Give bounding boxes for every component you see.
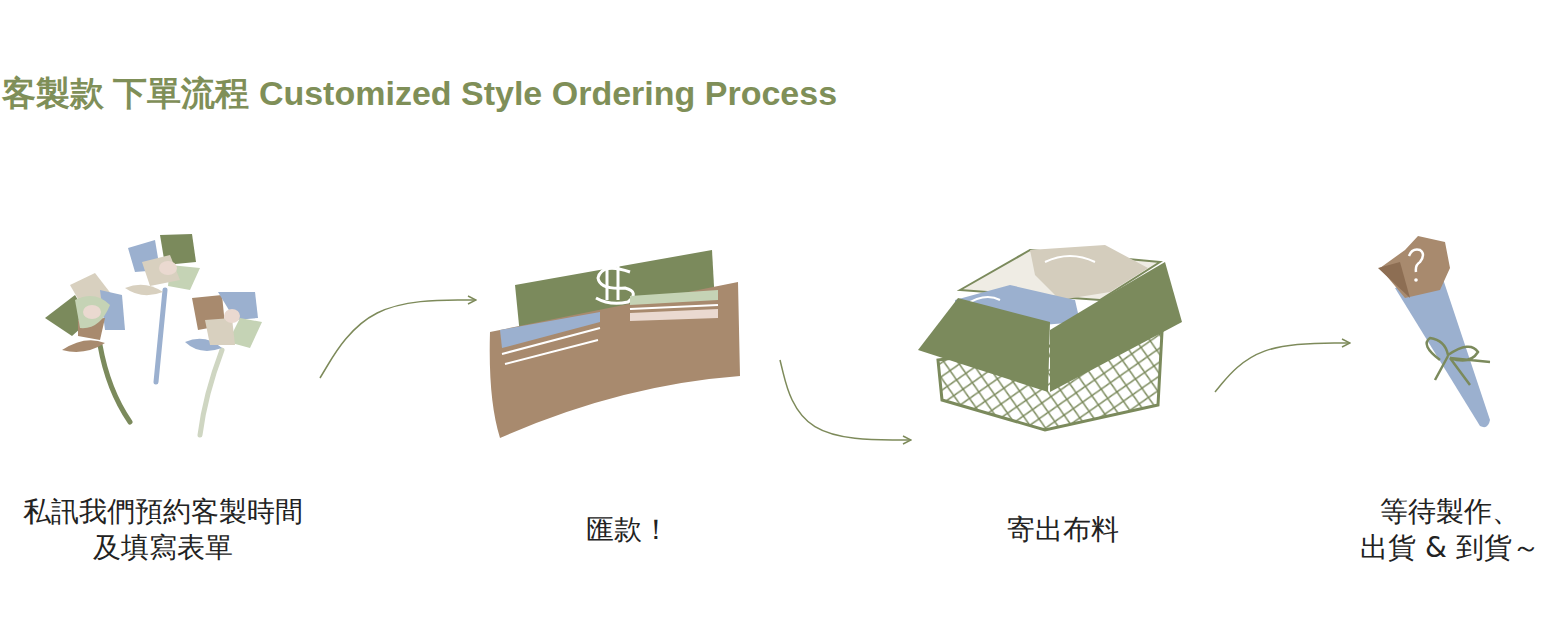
step-caption: 等待製作、 出貨 & 到貨～: [1352, 494, 1548, 566]
flow-arrow: [1215, 343, 1350, 392]
gift-bouquet-illustration: [1378, 236, 1490, 427]
flower-illustration-part: [125, 285, 163, 295]
wallet-illustration-part: [630, 290, 718, 305]
caption-area: 寄出布料: [913, 493, 1213, 567]
gift-bouquet-illustration-part: [1395, 276, 1490, 427]
flower-illustration-part: [62, 340, 105, 352]
flow-arrow: [320, 300, 476, 378]
wallet-illustration: [490, 250, 740, 438]
process-step: 匯款！: [478, 225, 778, 567]
flower-illustration-part: [200, 350, 222, 435]
flower-illustration-part: [142, 255, 180, 286]
wallet-illustration-part: [502, 328, 600, 364]
step-caption: 匯款！: [478, 512, 778, 548]
flower-illustration: [45, 234, 262, 435]
process-step: 私訊我們預約客製時間 及填寫表單: [8, 225, 318, 567]
wallet-illustration-part: [490, 282, 740, 438]
gift-bouquet-illustration-part: [1409, 250, 1423, 272]
flow-arrow: [780, 360, 911, 440]
parcel-illustration-part: [1045, 256, 1095, 262]
gift-bouquet-illustration-part: [1414, 278, 1418, 282]
flower-illustration-part: [159, 261, 177, 275]
caption-area: 等待製作、 出貨 & 到貨～: [1352, 493, 1548, 567]
step-caption: 寄出布料: [913, 512, 1213, 548]
wallet-illustration-part: [596, 268, 633, 303]
wallet-illustration-part: [630, 305, 718, 309]
flower-illustration-part: [224, 309, 240, 323]
flower-illustration-part: [83, 305, 101, 319]
flower-illustration-part: [100, 345, 130, 422]
flower-illustration-part: [75, 296, 110, 328]
diagram-title: 客製款 下單流程 Customized Style Ordering Proce…: [2, 72, 837, 114]
process-step: 等待製作、 出貨 & 到貨～: [1352, 225, 1548, 567]
parcel-illustration-part: [918, 298, 1050, 392]
step-caption: 私訊我們預約客製時間 及填寫表單: [8, 494, 318, 566]
flower-illustration-part: [156, 290, 165, 382]
gift-bouquet-illustration-part: [1427, 338, 1490, 385]
caption-area: 私訊我們預約客製時間 及填寫表單: [8, 493, 318, 567]
parcel-illustration: [918, 245, 1182, 430]
gift-bouquet-illustration-part: [1378, 262, 1410, 298]
wallet-illustration-part: [630, 309, 718, 321]
process-step: 寄出布料: [913, 225, 1213, 567]
parcel-illustration-part: [1050, 262, 1182, 392]
caption-area: 匯款！: [478, 493, 778, 567]
